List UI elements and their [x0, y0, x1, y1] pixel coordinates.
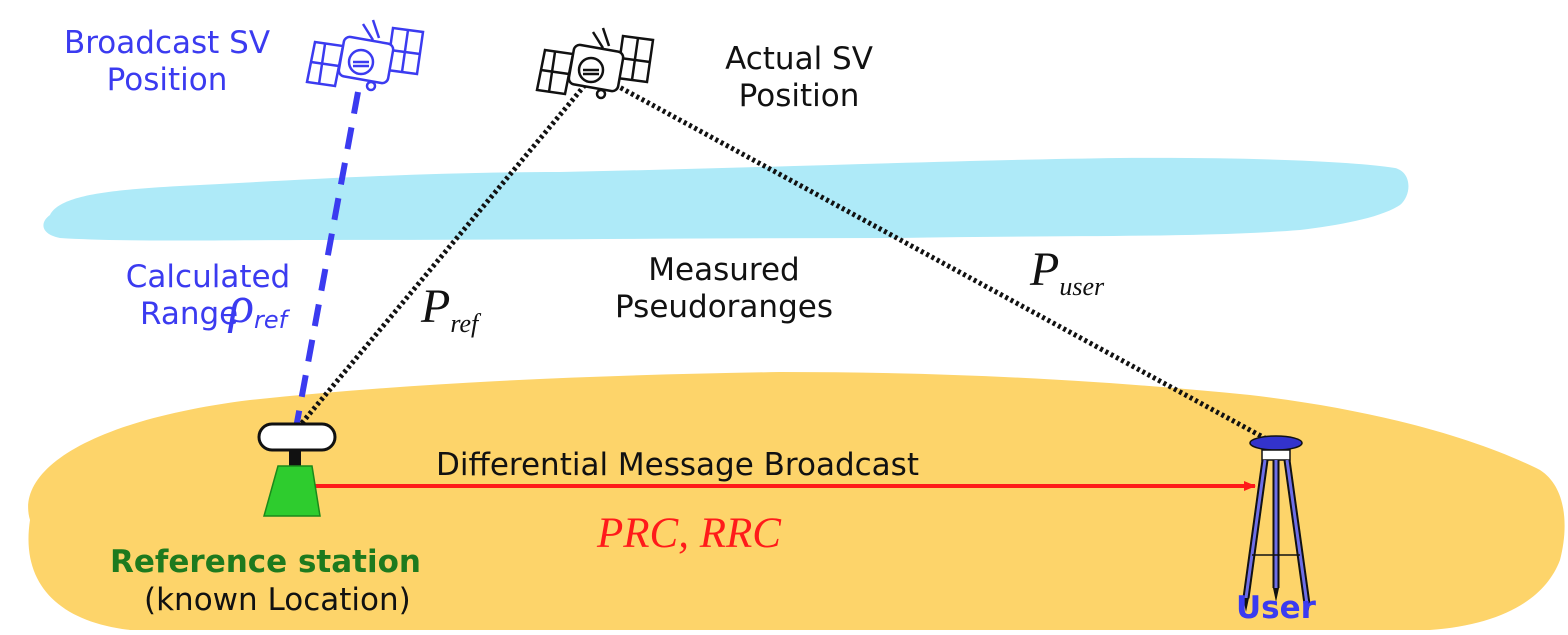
rho-subscript: ref	[253, 306, 288, 334]
p-user-subscript: user	[1059, 272, 1105, 301]
known-location-label: (known Location)	[144, 582, 411, 618]
ground-area	[28, 372, 1565, 630]
surveying-tripod-icon	[1242, 435, 1311, 618]
calculated-range-line-1: Calculated	[125, 259, 291, 295]
broadcast-sv-line-2: Position	[106, 62, 228, 98]
reference-station-label: Reference station	[110, 544, 421, 580]
user-label: User	[1236, 590, 1316, 626]
satellite-icon	[535, 27, 655, 100]
p-ref-symbol: Pref	[421, 283, 478, 337]
satellite-icon	[305, 19, 425, 92]
measured-pseudoranges-label: Measured Pseudoranges	[594, 252, 854, 326]
broadcast-sv-label: Broadcast SV Position	[44, 25, 290, 99]
p-ref-subscript: ref	[450, 309, 479, 338]
calculated-range-line	[293, 91, 361, 429]
broadcast-sv-line-1: Broadcast SV	[63, 25, 271, 61]
differential-message-label: Differential Message Broadcast	[436, 447, 919, 483]
p-user-letter: P	[1030, 243, 1060, 296]
calculated-range-word: Range	[140, 296, 239, 332]
measured-line-1: Measured	[648, 252, 800, 288]
p-user-symbol: Puser	[1030, 246, 1104, 300]
pseudorange-ref-line	[294, 83, 587, 432]
measured-line-2: Pseudoranges	[615, 289, 833, 325]
actual-sv-line-2: Position	[738, 78, 860, 114]
calculated-range-label: Calculated Range	[106, 259, 310, 333]
actual-sv-line-1: Actual SV	[725, 41, 873, 77]
actual-sv-label: Actual SV Position	[694, 41, 904, 115]
rho-symbol: ρ	[229, 277, 254, 334]
corrections-label: PRC, RRC	[597, 510, 781, 557]
p-ref-letter: P	[421, 280, 451, 333]
rho-ref-symbol: ρref	[229, 277, 288, 334]
atmosphere-band	[43, 157, 1409, 241]
calculated-range-line-2: Range	[106, 296, 310, 333]
reference-station-icon	[257, 422, 337, 517]
